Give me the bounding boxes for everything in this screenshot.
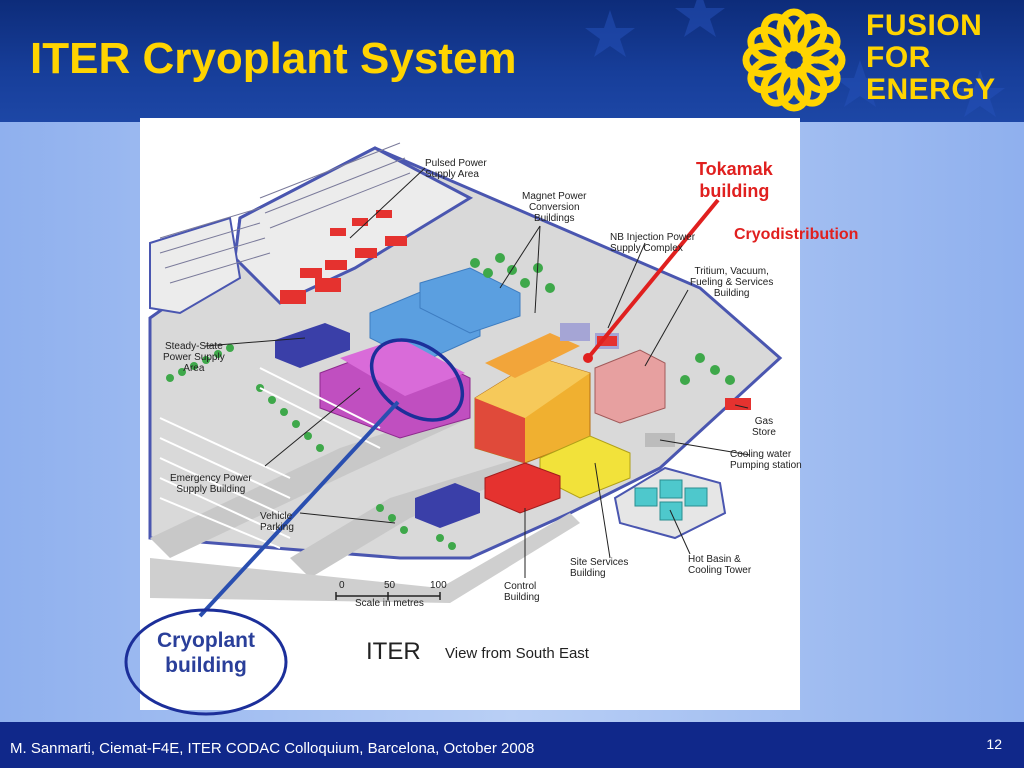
scale-caption: Scale in metres (355, 598, 424, 609)
control-building (484, 462, 561, 514)
power-lines (159, 142, 411, 284)
tokamak-facade (475, 398, 525, 463)
tokamak-roof (475, 358, 590, 418)
logo-wordmark: FUSION FOR ENERGY (866, 9, 996, 106)
emergency-power-building (415, 483, 480, 528)
scale-tick-100: 100 (430, 580, 447, 591)
footer-citation: M. Sanmarti, Ciemat-F4E, ITER CODAC Coll… (10, 740, 535, 757)
steady-state-area (149, 216, 242, 315)
magnet-power-building-2 (419, 267, 521, 334)
view-caption: View from South East (445, 645, 589, 662)
fusion-for-energy-logo-icon (742, 8, 846, 112)
nb-injection-red (597, 336, 617, 346)
iter-wordmark: ITER (366, 638, 421, 665)
steady-state-building (275, 323, 350, 368)
scale-tick-0: 0 (339, 580, 345, 591)
tokamak-building-label: Tokamak building (696, 159, 773, 201)
cryoplant-building-label: Cryoplant building (156, 629, 255, 677)
pulsed-power-transformers (280, 210, 407, 304)
cryodistribution-label: Cryodistribution (734, 226, 859, 243)
cooling-towers (634, 479, 708, 521)
hot-basin-label: Hot Basin &Cooling Tower (688, 554, 752, 576)
slide-title: ITER Cryoplant System (30, 34, 517, 83)
assembly-building (485, 333, 580, 378)
scale-tick-50: 50 (384, 580, 396, 591)
slide-footer: M. Sanmarti, Ciemat-F4E, ITER CODAC Coll… (0, 722, 1024, 768)
iter-site-map (148, 142, 783, 603)
slide-header: ITER Cryoplant System FUSION FOR ENERGY (0, 0, 1024, 122)
eu-stars-decoration (585, 0, 1005, 117)
page-number: 12 (986, 736, 1002, 752)
